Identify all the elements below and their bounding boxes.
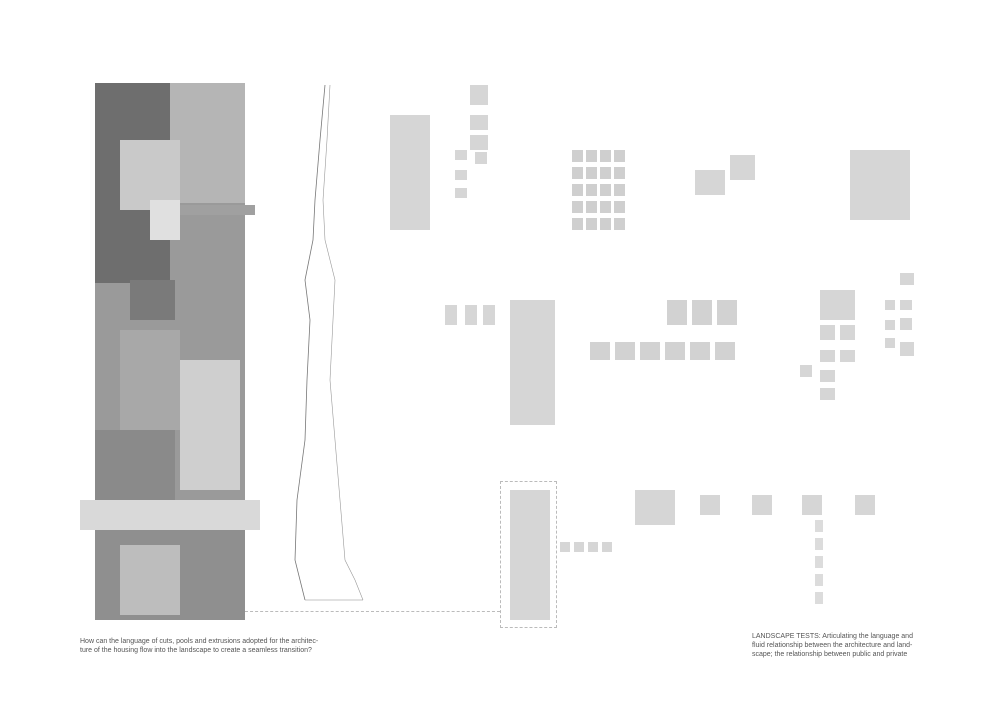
model-block bbox=[170, 83, 245, 203]
caption-line: ture of the housing flow into the landsc… bbox=[80, 647, 312, 654]
site-section-drawing bbox=[294, 84, 364, 601]
test-tile bbox=[572, 167, 583, 179]
test-diagram bbox=[390, 115, 430, 230]
model-block bbox=[150, 200, 180, 240]
test-diagram bbox=[855, 495, 875, 515]
model-block bbox=[120, 330, 180, 430]
test-diagram bbox=[840, 325, 855, 340]
test-tile bbox=[600, 201, 611, 213]
model-block bbox=[120, 140, 180, 210]
test-tile bbox=[572, 201, 583, 213]
test-tile bbox=[572, 150, 583, 162]
test-tile bbox=[665, 342, 685, 360]
test-diagram bbox=[470, 115, 488, 130]
test-diagram bbox=[800, 365, 812, 377]
test-tile bbox=[815, 574, 823, 586]
test-diagram bbox=[483, 305, 495, 325]
test-tile bbox=[600, 184, 611, 196]
test-tile bbox=[615, 342, 635, 360]
test-diagram bbox=[820, 290, 855, 320]
test-tile bbox=[640, 342, 660, 360]
test-tile bbox=[815, 520, 823, 532]
test-tile bbox=[815, 538, 823, 550]
test-diagram bbox=[900, 318, 912, 330]
test-diagram bbox=[455, 188, 467, 198]
test-tile bbox=[815, 556, 823, 568]
test-tile bbox=[572, 218, 583, 230]
test-diagram bbox=[885, 338, 895, 348]
test-diagram bbox=[574, 542, 584, 552]
test-diagram bbox=[445, 305, 457, 325]
test-diagram bbox=[560, 542, 570, 552]
test-diagram bbox=[602, 542, 612, 552]
test-diagram bbox=[820, 388, 835, 400]
highlight-frame bbox=[500, 481, 557, 628]
caption-line: How can the language of cuts, pools and … bbox=[80, 638, 319, 645]
test-diagram bbox=[820, 350, 835, 362]
test-diagram bbox=[695, 170, 725, 195]
test-tile bbox=[614, 201, 625, 213]
test-tile bbox=[690, 342, 710, 360]
test-diagram bbox=[850, 150, 910, 220]
model-block bbox=[180, 360, 240, 490]
test-tile bbox=[572, 184, 583, 196]
test-tile bbox=[692, 300, 712, 325]
test-tile bbox=[586, 218, 597, 230]
test-diagram bbox=[470, 85, 488, 105]
test-diagram bbox=[510, 490, 550, 620]
test-diagram bbox=[510, 300, 555, 425]
test-tile bbox=[667, 300, 687, 325]
test-tile bbox=[590, 342, 610, 360]
test-diagram bbox=[900, 273, 914, 285]
test-diagram bbox=[900, 300, 912, 310]
model-block bbox=[80, 500, 260, 530]
test-diagram bbox=[820, 325, 835, 340]
test-tile bbox=[717, 300, 737, 325]
test-diagram bbox=[455, 150, 467, 160]
test-tile bbox=[600, 150, 611, 162]
test-diagram bbox=[840, 350, 855, 362]
caption-line: fluid relationship between the architect… bbox=[752, 642, 913, 649]
question-caption: How can the language of cuts, pools and … bbox=[80, 637, 365, 655]
test-diagram bbox=[820, 370, 835, 382]
test-tile bbox=[614, 184, 625, 196]
test-tile bbox=[614, 218, 625, 230]
test-tile bbox=[715, 342, 735, 360]
test-diagram bbox=[635, 490, 675, 525]
test-diagram bbox=[465, 305, 477, 325]
tests-caption: LANDSCAPE TESTS: Articulating the langua… bbox=[752, 632, 922, 659]
test-diagram bbox=[470, 135, 488, 150]
test-tile bbox=[586, 150, 597, 162]
test-diagram bbox=[588, 542, 598, 552]
model-block bbox=[180, 205, 255, 215]
test-diagram bbox=[885, 320, 895, 330]
caption-line: scape; the relationship between public a… bbox=[752, 651, 908, 658]
caption-line: LANDSCAPE TESTS: Articulating the langua… bbox=[752, 633, 913, 640]
test-diagram bbox=[900, 342, 914, 356]
test-tile bbox=[600, 167, 611, 179]
test-tile bbox=[586, 201, 597, 213]
test-diagram bbox=[752, 495, 772, 515]
test-diagram bbox=[475, 152, 487, 164]
link-line bbox=[245, 611, 500, 612]
test-diagram bbox=[885, 300, 895, 310]
test-tile bbox=[815, 592, 823, 604]
test-diagram bbox=[700, 495, 720, 515]
test-tile bbox=[614, 150, 625, 162]
test-tile bbox=[586, 184, 597, 196]
test-tile bbox=[600, 218, 611, 230]
test-tile bbox=[586, 167, 597, 179]
test-diagram bbox=[455, 170, 467, 180]
test-diagram bbox=[802, 495, 822, 515]
test-diagram bbox=[730, 155, 755, 180]
model-block bbox=[120, 545, 180, 615]
model-block bbox=[95, 430, 175, 500]
test-tile bbox=[614, 167, 625, 179]
model-block bbox=[130, 280, 175, 320]
